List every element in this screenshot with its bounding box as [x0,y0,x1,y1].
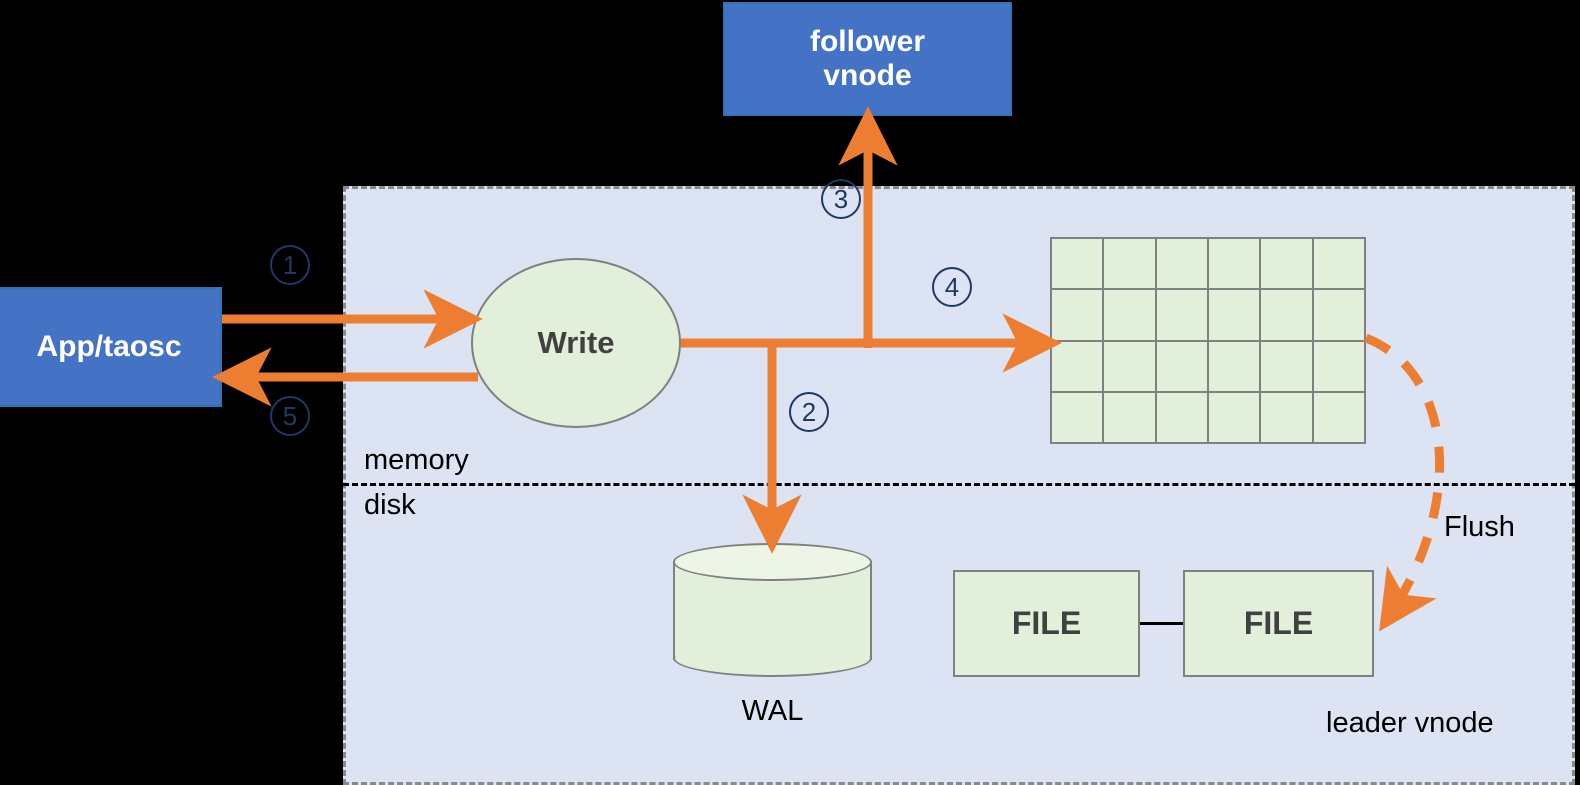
file-box-1: FILE [953,570,1140,677]
memtable-cell [1208,239,1260,289]
memtable-cell [1208,290,1260,340]
follower-vnode-box: follower vnode [723,2,1012,116]
memtable-cell [1208,341,1260,391]
memtable-cell [1104,239,1155,289]
step-number-3: 3 [821,179,861,219]
memtable-cell [1208,392,1260,442]
step-number-2: 2 [789,392,829,432]
memtable-cell [1313,290,1364,340]
follower-vnode-label-line2: vnode [823,59,912,92]
memtable-cell [1052,239,1103,289]
memtable-cell [1156,239,1207,289]
flush-label: Flush [1444,511,1515,543]
memtable-cell [1104,290,1155,340]
memory-disk-divider [343,483,1575,486]
wal-cylinder [673,543,872,677]
memtable-grid [1050,237,1366,444]
memtable-cell [1052,392,1103,442]
step-number-1: 1 [270,245,310,285]
memtable-cell [1052,341,1103,391]
leader-vnode-label: leader vnode [1326,707,1494,739]
memtable-cell [1052,290,1103,340]
memtable-cell [1261,290,1312,340]
memtable-cell [1156,290,1207,340]
memtable-cell [1261,341,1312,391]
memtable-cell [1261,392,1312,442]
app-taosc-box: App/taosc [0,287,222,407]
file-box-2: FILE [1183,570,1374,677]
wal-label: WAL [741,695,804,727]
memtable-cell [1313,341,1364,391]
follower-vnode-label-line1: follower [809,24,925,58]
memtable-cell [1104,392,1155,442]
memtable-cell [1156,341,1207,391]
wal-cylinder-top [673,543,872,581]
step-number-4: 4 [932,267,972,307]
memtable-cell [1313,392,1364,442]
memory-label: memory [364,444,469,476]
follower-vnode-label: follower vnode [810,25,925,94]
memtable-cell [1261,239,1312,289]
file-connector-line [1140,622,1183,625]
write-node: Write [471,258,681,428]
memtable-cell [1313,239,1364,289]
memtable-cell [1156,392,1207,442]
disk-label: disk [364,489,416,521]
step-number-5: 5 [270,396,310,436]
memtable-cell [1104,341,1155,391]
